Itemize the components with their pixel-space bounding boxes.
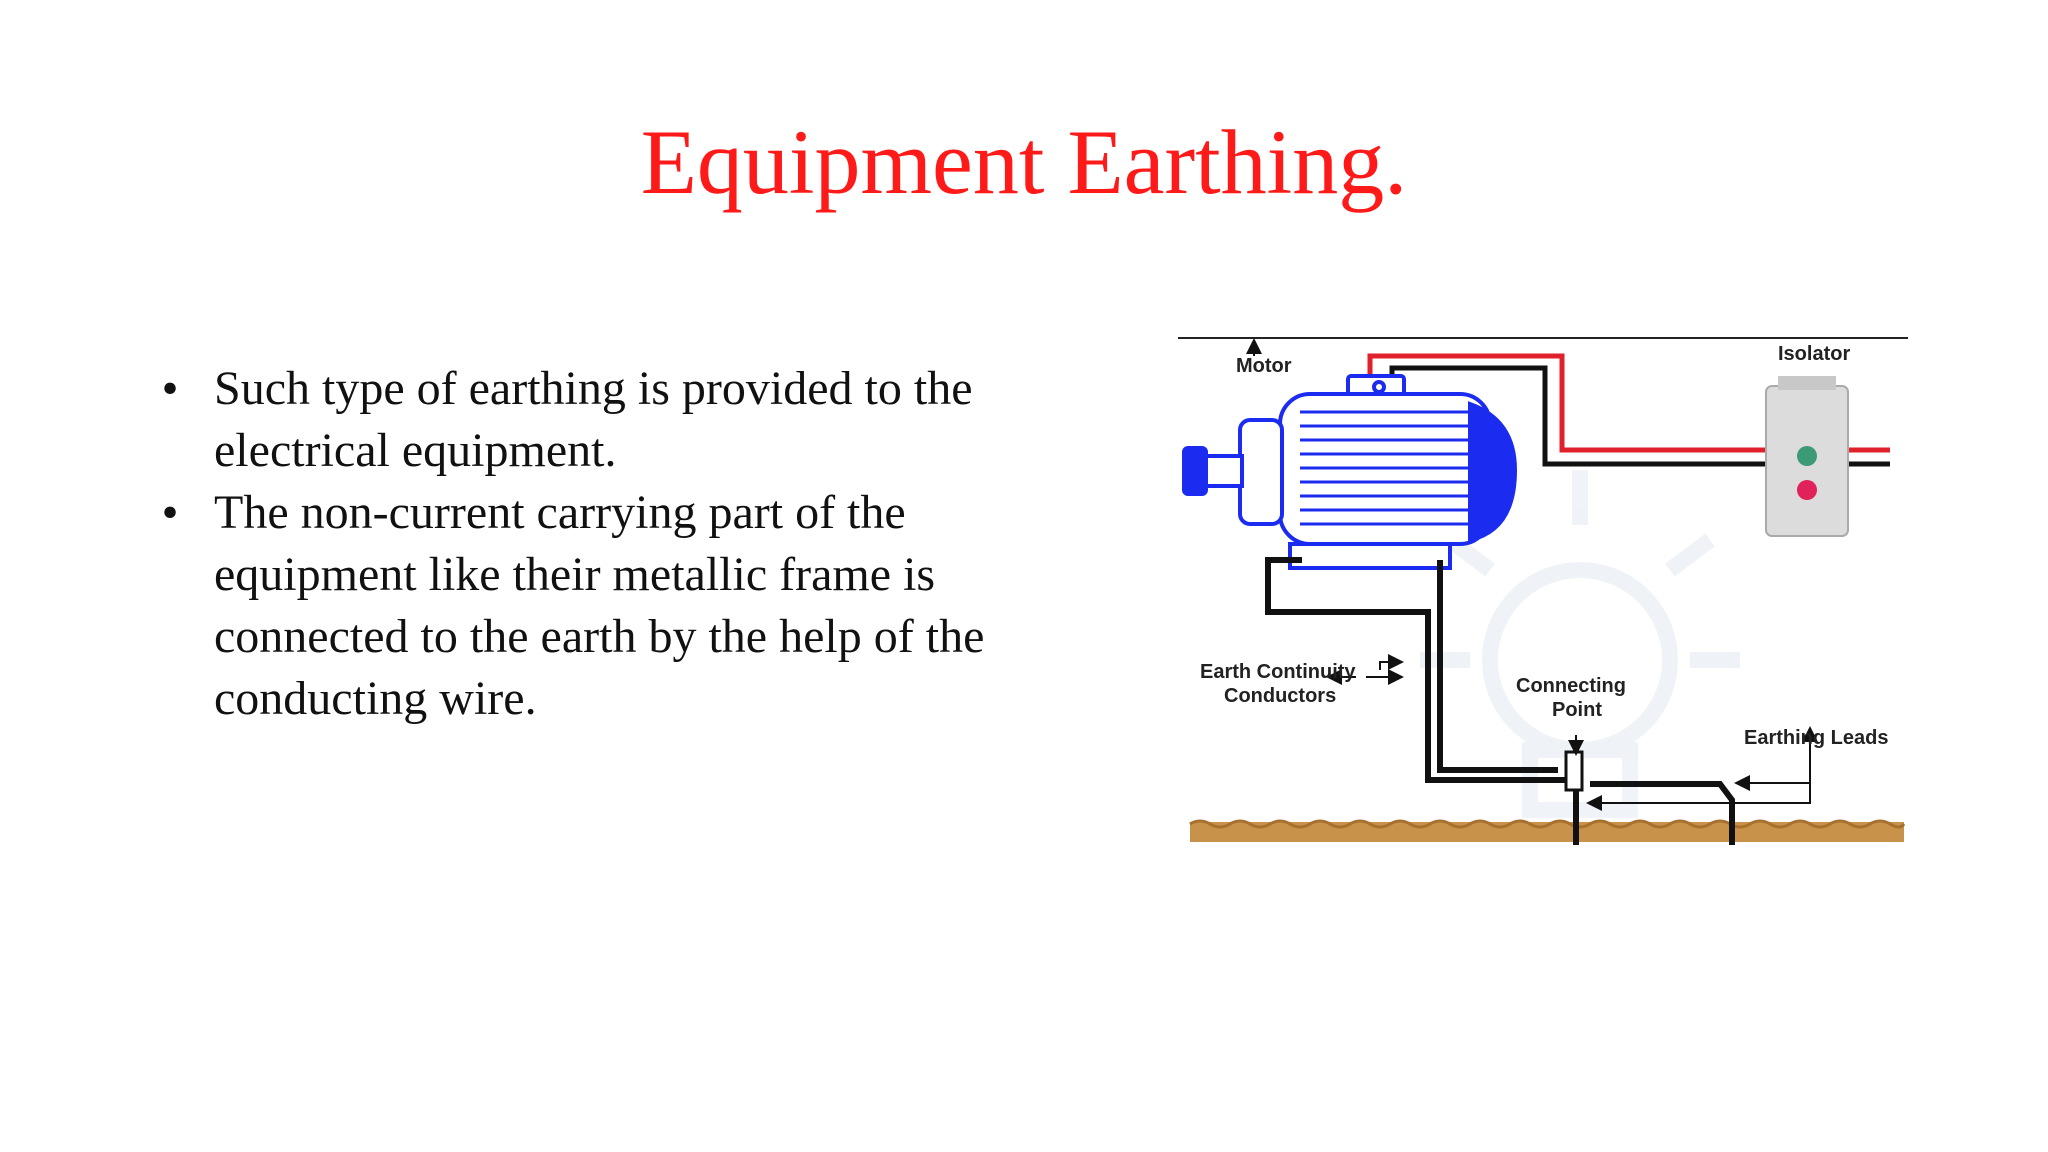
label-isolator: Isolator xyxy=(1778,343,1850,365)
pointer-arrows xyxy=(1246,338,1818,811)
label-earth-continuity: Earth Continuity xyxy=(1200,661,1356,683)
label-point: Point xyxy=(1552,699,1602,721)
bullet-symbol: • xyxy=(161,486,179,539)
bullet-list: • Such type of earthing is provided to t… xyxy=(150,358,1080,730)
supply-wires xyxy=(1367,353,1890,467)
label-earth-conductors: Conductors xyxy=(1224,685,1336,707)
label-motor: Motor xyxy=(1236,355,1292,377)
ground-texture xyxy=(1189,819,1906,829)
ground-strip xyxy=(1190,822,1904,842)
bullet-symbol: • xyxy=(161,362,179,415)
label-earthing-leads: Earthing Leads xyxy=(1744,727,1888,749)
isolator-icon xyxy=(1765,376,1849,537)
label-connecting: Connecting xyxy=(1516,675,1626,697)
bullet-text: The non-current carrying part of the equ… xyxy=(214,486,985,725)
bullet-item: • The non-current carrying part of the e… xyxy=(150,482,1080,730)
bullet-text: Such type of earthing is provided to the… xyxy=(214,362,973,477)
motor-icon xyxy=(1182,374,1518,570)
slide-title: Equipment Earthing. xyxy=(640,111,1408,213)
earthing-diagram: Motor Isolator Earth Continuity Conducto… xyxy=(1178,337,1908,845)
motor-fins xyxy=(1300,410,1470,526)
bullet-item: • Such type of earthing is provided to t… xyxy=(150,358,1080,482)
connecting-point-clamp xyxy=(1564,750,1584,792)
